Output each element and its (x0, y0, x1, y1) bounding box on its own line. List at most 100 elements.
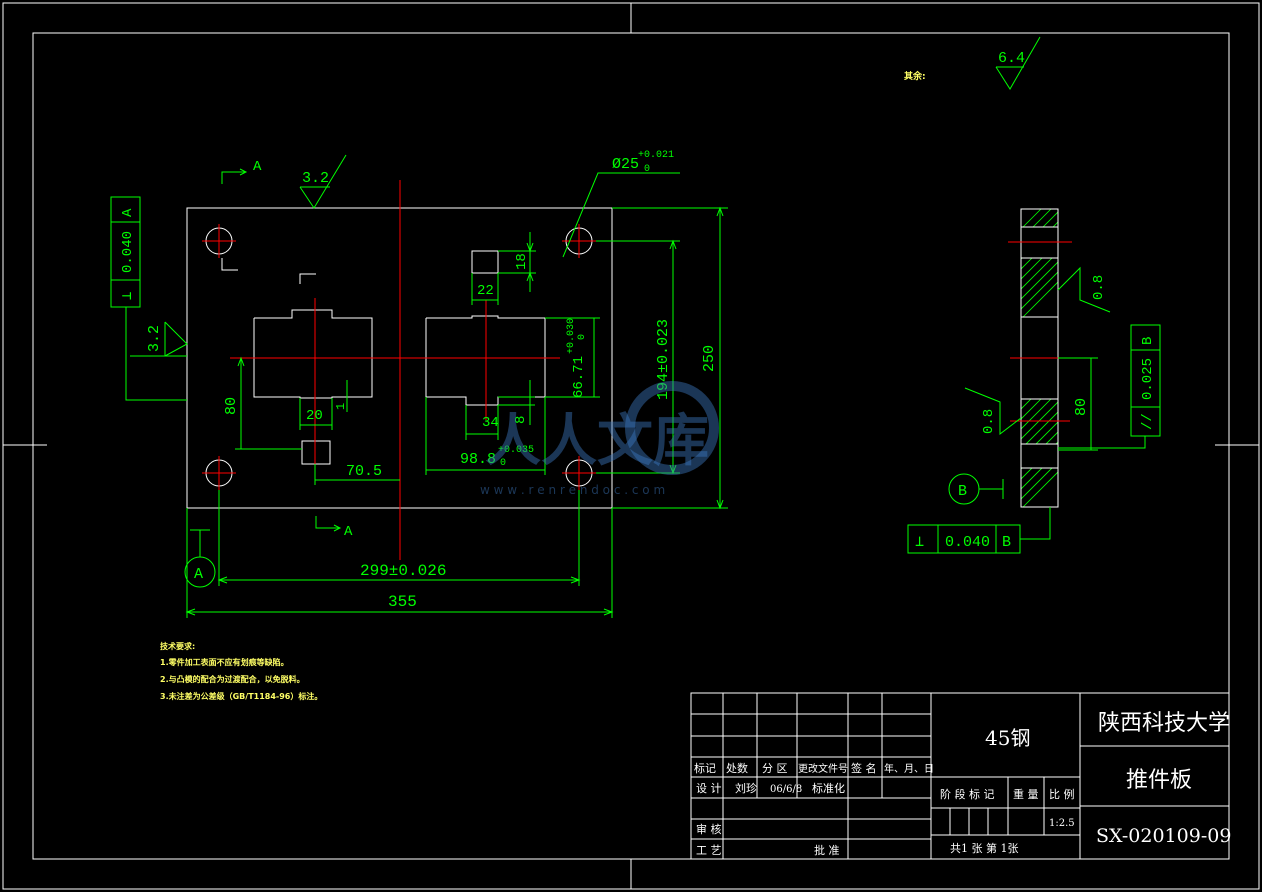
tolerance-left-datum: A (120, 208, 136, 217)
dim-18-lines (498, 232, 536, 292)
dim-80-lines (235, 356, 302, 450)
dim-8: 8 (513, 416, 529, 424)
designer-name: 刘珍 (735, 782, 757, 795)
dim-66-lines (545, 317, 600, 398)
roughness-left-value: 3.2 (146, 325, 163, 352)
approve-label: 批 准 (814, 843, 840, 857)
tolerance-left-symbol: ⊥ (120, 292, 136, 300)
dim-80: 80 (223, 397, 240, 415)
section-mark-top-label: A (253, 159, 262, 175)
process-label: 工 艺 (696, 844, 722, 857)
university: 陕西科技大学 (1098, 711, 1230, 736)
hole-tol-upper: +0.021 (638, 150, 674, 161)
dim-22: 22 (477, 283, 494, 299)
hole-dia-leader (562, 172, 680, 258)
dim-98-lower: 0 (500, 458, 506, 469)
tolerance-frame-right (1058, 324, 1161, 449)
header-count: 处数 (726, 762, 748, 775)
dim-18: 18 (514, 253, 530, 270)
design-date: 06/6/8 (770, 784, 802, 795)
other-surface-label: 其余: (904, 70, 926, 82)
datum-a-label: A (194, 566, 203, 583)
datum-b-symbol (948, 473, 1004, 505)
tolerance-left-value: 0.040 (120, 231, 136, 273)
roughness-symbol-general (995, 36, 1041, 90)
roughness-top-value: 3.2 (302, 170, 329, 187)
hole-dia: Ø25 (612, 156, 639, 173)
watermark-url: w w w . r e n r e n d o c . c o m (480, 483, 665, 497)
left-cutout (253, 309, 373, 399)
dim-1: 1 (334, 403, 348, 410)
dim-20-lines (299, 398, 333, 430)
dim-66-lower: 0 (577, 334, 588, 340)
dim-98-upper: +0.035 (498, 445, 534, 456)
watermark-brand: 人人文库 (485, 409, 709, 474)
roughness-general-value: 6.4 (998, 50, 1025, 67)
dim-34: 34 (482, 415, 499, 431)
dim-299-lines (217, 490, 581, 586)
watermark-logo (625, 381, 719, 475)
tolerance-bottom-symbol: ⊥ (915, 534, 924, 551)
weight-label: 重 量 (1013, 787, 1039, 801)
bottom-slot (301, 440, 331, 465)
tech-note-2: 2.与凸模的配合为过渡配合，以免脱料。 (160, 674, 305, 684)
dim-299: 299±0.026 (360, 562, 446, 580)
tolerance-frame-left (110, 196, 187, 401)
dim-98: 98.8 (460, 451, 496, 468)
sheet-count: 共1 张 第 1张 (950, 841, 1019, 855)
section-line-marks (221, 258, 316, 284)
drawing-number: SX-020109-09 (1096, 825, 1231, 847)
dim-66: 66.71 (571, 356, 587, 398)
dim-250: 250 (701, 345, 718, 372)
side-view-centerlines (1008, 241, 1072, 422)
dim-194: 194±0.023 (655, 319, 672, 400)
title-block (690, 692, 1230, 860)
dim-98-lines (425, 397, 546, 475)
section-mark-top (221, 168, 248, 184)
header-zone: 分 区 (762, 762, 788, 775)
dim-70: 70.5 (346, 463, 382, 480)
dim-66-upper: +0.030 (566, 318, 577, 354)
header-mark: 标记 (694, 761, 716, 775)
dim-34-lines (465, 405, 499, 440)
roughness-symbol-side-right (1057, 266, 1111, 313)
roughness-side-left-value: 0.8 (981, 409, 997, 434)
tolerance-bottom-datum: B (1002, 534, 1011, 551)
tolerance-right-datum: B (1140, 337, 1156, 345)
side-dim-80-lines (1058, 357, 1098, 451)
center-marks (3, 3, 1259, 889)
header-date: 年、月、日 (884, 762, 934, 775)
tolerance-bottom-value: 0.040 (945, 534, 990, 551)
tolerance-right-value: 0.025 (1140, 358, 1156, 400)
roughness-side-right-value: 0.8 (1091, 275, 1107, 300)
tech-note-3: 3.未注差为公差级（GB/T1184-96）标注。 (160, 691, 322, 701)
dim-8-lines (498, 380, 535, 425)
top-slot (471, 250, 499, 274)
dim-355-lines (185, 508, 614, 618)
ratio-label: 比 例 (1049, 787, 1075, 801)
side-dim-80: 80 (1073, 398, 1090, 416)
scale-value: 1:2.5 (1049, 818, 1075, 829)
roughness-symbol-top (299, 154, 347, 209)
stage-label: 阶 段 标 记 (940, 787, 995, 801)
main-centerlines (230, 180, 560, 560)
part-name: 推件板 (1126, 768, 1192, 793)
tolerance-frame-bottom (907, 507, 1051, 554)
hole-tol-lower: 0 (644, 164, 650, 175)
dim-250-lines (612, 206, 728, 510)
section-mark-bottom-label: A (344, 524, 353, 540)
material: 45钢 (985, 726, 1030, 750)
tech-note-1: 1.零件加工表面不应有划痕等缺陷。 (160, 657, 289, 667)
dim-355: 355 (388, 593, 417, 611)
roughness-symbol-left (130, 321, 188, 357)
header-change-doc: 更改文件号 (798, 762, 848, 775)
header-signature: 签 名 (851, 761, 877, 775)
tolerance-right-symbol: // (1140, 413, 1156, 430)
tech-notes-title: 技术要求: (160, 641, 195, 651)
check-label: 审 核 (696, 822, 722, 836)
dim-20: 20 (306, 408, 323, 424)
section-mark-bottom (315, 516, 342, 532)
dim-70-lines (314, 464, 400, 485)
datum-b-label: B (958, 483, 967, 500)
